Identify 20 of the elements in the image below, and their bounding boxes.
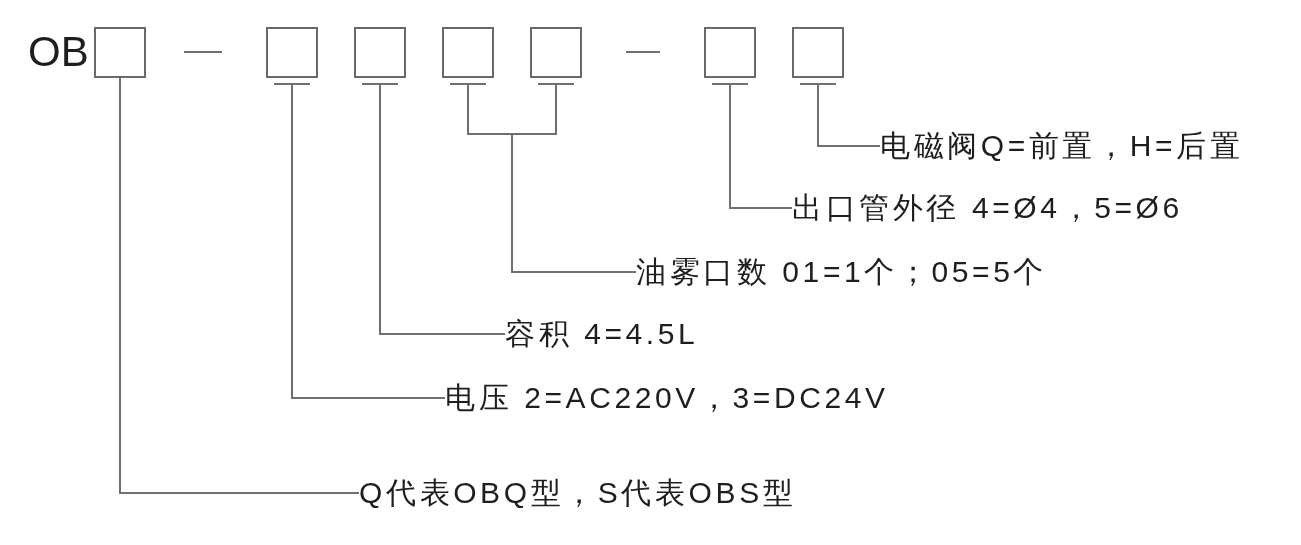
code-box xyxy=(354,27,406,78)
leader-line xyxy=(467,83,637,273)
code-description: 出口管外径 4=Ø4，5=Ø6 xyxy=(792,190,1183,226)
leader-line xyxy=(379,83,506,335)
leader-line xyxy=(291,83,446,399)
code-box xyxy=(266,27,318,78)
leader-line xyxy=(817,83,881,147)
leader-line xyxy=(729,83,793,209)
leader-line xyxy=(119,77,360,494)
code-description: 油雾口数 01=1个；05=5个 xyxy=(636,254,1048,290)
code-box xyxy=(792,27,844,78)
code-description: 电磁阀Q=前置，H=后置 xyxy=(880,128,1244,164)
code-box xyxy=(94,27,146,78)
code-description: 电压 2=AC220V，3=DC24V xyxy=(445,380,889,416)
model-prefix: OB xyxy=(28,28,89,76)
code-description: Q代表OBQ型，S代表OBS型 xyxy=(359,475,797,511)
code-box xyxy=(442,27,494,78)
code-box xyxy=(530,27,582,78)
code-description: 容积 4=4.5L xyxy=(505,316,699,352)
code-box xyxy=(704,27,756,78)
